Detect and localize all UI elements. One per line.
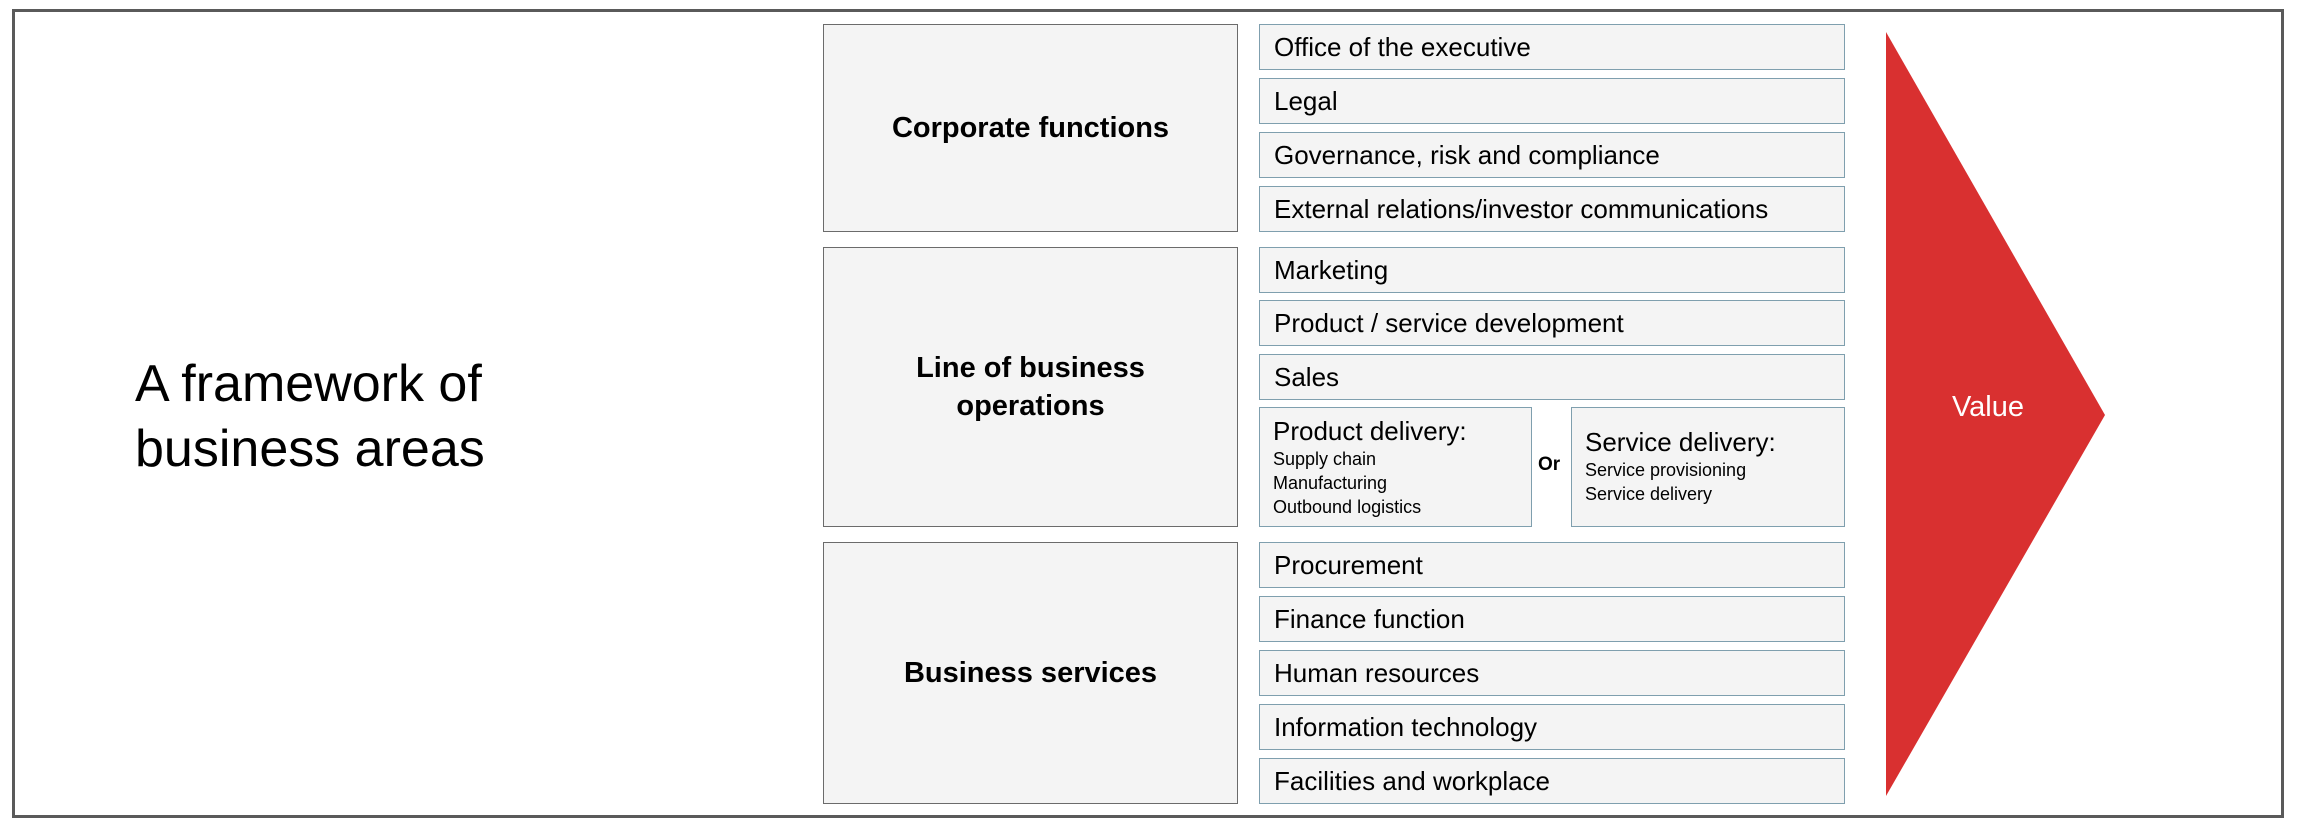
group-corporate-functions: Corporate functions <box>823 24 1238 232</box>
value-arrow <box>1886 32 2105 796</box>
group-label: Business services <box>904 654 1157 692</box>
group-label-line: Corporate functions <box>891 112 1170 144</box>
group-label-line: operations <box>956 390 1105 422</box>
item-office-of-the-executive: Office of the executive <box>1259 24 1845 70</box>
item-external-relations: External relations/investor communicatio… <box>1259 186 1845 232</box>
value-arrow-shape <box>1886 32 2105 796</box>
group-line-of-business-operations: Line of business operations <box>823 247 1238 527</box>
service-delivery-line: Service provisioning <box>1585 460 1747 480</box>
item-sales: Sales <box>1259 354 1845 400</box>
product-delivery-line: Supply chain <box>1273 449 1377 469</box>
service-delivery-line: Service delivery <box>1585 484 1713 504</box>
group-business-services: Business services <box>823 542 1238 804</box>
item-human-resources: Human resources <box>1259 650 1845 696</box>
group-label: Line of business operations <box>916 349 1145 425</box>
item-information-technology: Information technology <box>1259 704 1845 750</box>
value-label: Value <box>1951 391 2025 423</box>
group-label-line: Business services <box>903 657 1158 689</box>
service-delivery-box: Service delivery: Service provisioning S… <box>1571 407 1845 527</box>
item-governance-risk-compliance: Governance, risk and compliance <box>1259 132 1845 178</box>
product-delivery-heading: Product delivery: <box>1273 416 1467 446</box>
item-procurement: Procurement <box>1259 542 1845 588</box>
product-delivery-box: Product delivery: Supply chain Manufactu… <box>1259 407 1532 527</box>
title-line-2: business areas <box>135 420 485 478</box>
group-label: Corporate functions <box>892 109 1169 147</box>
item-legal: Legal <box>1259 78 1845 124</box>
or-label: Or <box>1538 454 1561 475</box>
diagram-title: A framework of business areas <box>135 352 635 482</box>
item-product-service-development: Product / service development <box>1259 300 1845 346</box>
title-line-1: A framework of <box>135 355 482 413</box>
product-delivery-line: Manufacturing <box>1273 473 1388 493</box>
item-facilities-and-workplace: Facilities and workplace <box>1259 758 1845 804</box>
service-delivery-heading: Service delivery: <box>1585 427 1776 457</box>
group-label-line: Line of business <box>916 352 1145 384</box>
item-finance-function: Finance function <box>1259 596 1845 642</box>
item-marketing: Marketing <box>1259 247 1845 293</box>
product-delivery-line: Outbound logistics <box>1273 497 1422 517</box>
